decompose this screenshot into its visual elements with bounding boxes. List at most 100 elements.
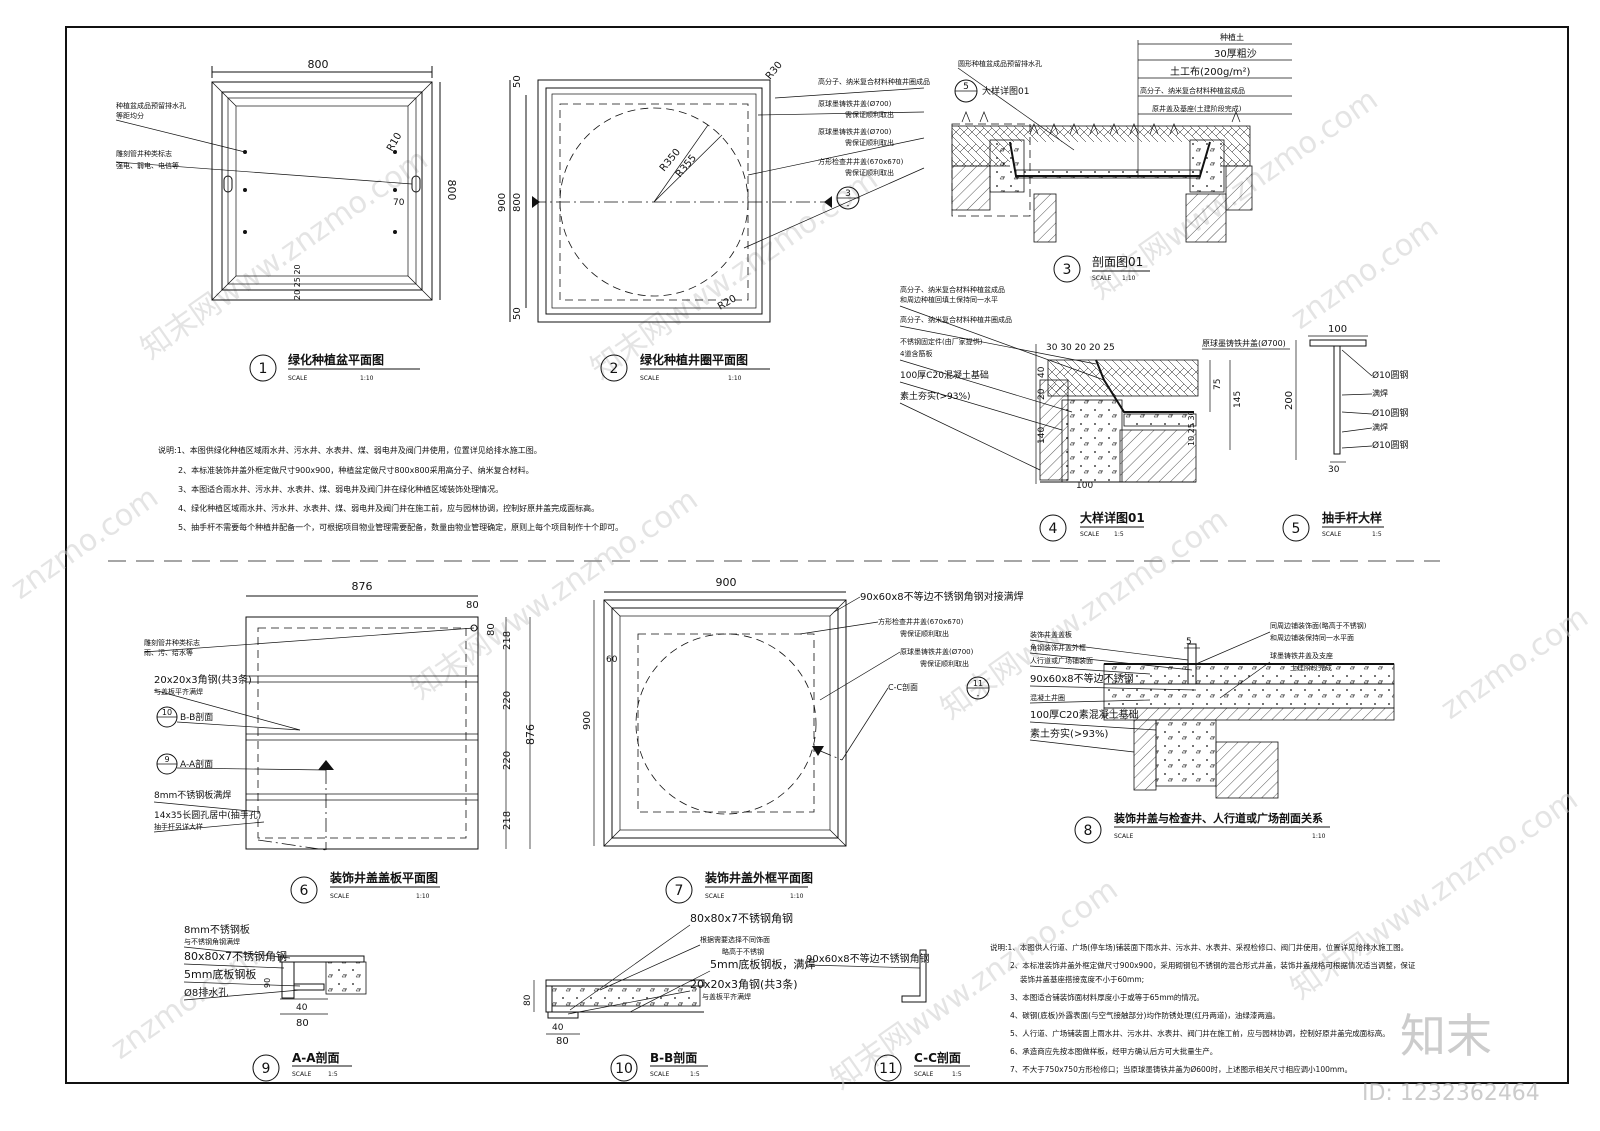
- leader-label: 20x20x3角钢(共3条): [690, 977, 798, 991]
- leader-label: 和周边种植回填土保持同一水平: [900, 295, 998, 304]
- detail-number: 7: [675, 883, 684, 899]
- scale-value: 1:5: [1372, 531, 1382, 538]
- leader-label: 原球墨铸铁井盖(Ø700): [818, 99, 892, 108]
- layer-label: 种植土: [1220, 32, 1244, 42]
- detail-number: 10: [615, 1061, 633, 1077]
- detail-title: 剖面图01: [1092, 255, 1143, 269]
- dim-label: 75: [1213, 379, 1223, 390]
- leader-label: Ø8排水孔: [184, 986, 228, 999]
- leader-label: 14x35长圆孔居中(抽手孔): [154, 809, 261, 821]
- leader-label: 4道含筋板: [900, 349, 932, 358]
- dim-label: 900: [497, 193, 508, 212]
- scale-label: SCALE: [1322, 531, 1341, 538]
- dim-label: 145: [1233, 391, 1243, 408]
- leader-label: 雕刻管井种类标志: [144, 638, 200, 647]
- dim-label: 5: [1186, 637, 1192, 647]
- leader-label: 与不锈钢角钢满焊: [184, 937, 240, 946]
- note-label: 雕刻管井种类标志: [116, 149, 172, 158]
- leader-label: 5mm底板钢板: [184, 967, 256, 981]
- layer-label: 原井盖及基座(土建阶段完成): [1152, 104, 1242, 113]
- dim-label: 20: [1037, 388, 1047, 400]
- note-line: 7、不大于750x750方形检修口；当原球墨铸铁井盖为Ø600时，上述图示相关尺…: [1010, 1064, 1352, 1074]
- detail-4-enlarged-detail: 30 30 20 20 25 20 40 140 75 145 10 25 30…: [899, 285, 1290, 542]
- note-line: 4、碳钢(底板)外露表面(与空气接触部分)均作防锈处理(红丹两道)，油绿漆两遍。: [1010, 1010, 1280, 1020]
- leader-label: 90x60x8不等边不锈钢角钢对接满焊: [860, 590, 1024, 603]
- section-cut-sub: -: [847, 201, 850, 210]
- note-line: 说明:1、本图供人行道、广场(停车场)铺装面下雨水井、污水井、水表井、采视检修口…: [990, 942, 1408, 952]
- dim-label: 80: [466, 600, 479, 611]
- scale-label: SCALE: [914, 1071, 933, 1078]
- dim-label: 80: [556, 1036, 569, 1047]
- note-line: 3、本图适合铺装饰面材料厚度小于或等于65mm的情况。: [1010, 992, 1204, 1002]
- detail-9-section-aa: 40 80 90 8mm不锈钢板 与不锈钢角钢满焊 80x80x7不锈钢角钢 5…: [183, 923, 367, 1082]
- detail-3-section: 种植土 30厚粗沙 土工布(200g/m²) 高分子、纳米复合材料种植盆成品 原…: [951, 32, 1292, 283]
- dim-label: 800: [308, 58, 329, 71]
- leader-label: 20x20x3角钢(共3条): [154, 673, 252, 686]
- leader-label: 根据需要选择不同饰面: [700, 935, 770, 944]
- leader-label: 高分子、纳米复合材料种植井圈成品: [818, 77, 930, 86]
- watermark-text: znzmo.com: [1285, 210, 1445, 337]
- watermark-text: znzmo.com: [1435, 600, 1595, 727]
- leader-label: 素土夯实(>93%): [1030, 727, 1109, 740]
- dim-label: 60: [606, 655, 618, 665]
- watermark-text: 知末网www.znzmo.com: [135, 142, 435, 367]
- callout-label: A-A剖面: [180, 758, 213, 770]
- leader-label: 不锈钢固定件(由厂家提供): [900, 337, 983, 346]
- dim-label: 218: [502, 631, 513, 650]
- note-line: 2、本标准装饰井盖外框定做尺寸900x900，种植盆定做尺寸800x800采用高…: [178, 465, 534, 475]
- dim-label: 220: [502, 751, 513, 770]
- notes-bottom: 说明:1、本图供人行道、广场(停车场)铺装面下雨水井、污水井、水表井、采视检修口…: [990, 942, 1416, 1074]
- scale-value: 1:5: [1114, 531, 1124, 538]
- note-line: 2、本标准装饰井盖外框定做尺寸900x900，采用砌钢包不锈钢的混合形式井盖，装…: [1010, 960, 1416, 970]
- leader-label: Ø10圆钢: [1372, 407, 1409, 419]
- detail-11-section-cc: 90x60x8不等边不锈钢角钢 11 C-C剖面 SCALE 1:5: [805, 949, 970, 1082]
- leader-label: 90x60x8不等边不锈钢: [1030, 672, 1134, 685]
- watermark-text: 知末网www.znzmo.com: [825, 872, 1125, 1097]
- leader-label: 需保证顺利取出: [845, 110, 894, 119]
- watermark-text: 知末网www.znzmo.com: [405, 482, 705, 707]
- scale-label: SCALE: [1080, 531, 1099, 538]
- dim-label: 200: [1284, 391, 1295, 410]
- detail-title: 绿化种植井圈平面图: [640, 352, 748, 367]
- dim-label: 218: [502, 811, 513, 830]
- note-label: 等距均分: [116, 111, 144, 120]
- watermark-text: 知末网www.znzmo.com: [1285, 782, 1585, 1007]
- detail-1-planting-pot-plan: 800 800 种植盆成品预留排水孔 等距均分 雕刻管井种类标志 强电、弱电、电…: [115, 58, 458, 382]
- leader-label: 角钢装饰井盖外框: [1030, 643, 1086, 652]
- scale-label: SCALE: [330, 893, 349, 900]
- scale-value: 1:10: [1122, 275, 1136, 282]
- note-line: 4、绿化种植区域雨水井、污水井、水表井、煤、弱电井及阀门井在施工前，应与园林协调…: [178, 503, 599, 513]
- leader-label: C-C剖面: [888, 682, 918, 692]
- detail-10-section-bb: 80 40 80 80x80x7不锈钢角钢 根据需要选择不同饰面 略高于不锈钢 …: [523, 912, 815, 1082]
- note-label: 种植盆成品预留排水孔: [116, 101, 186, 110]
- callout-sub: -: [977, 691, 980, 700]
- dim-label: 40: [552, 1023, 564, 1033]
- dim-label: 40: [1037, 366, 1047, 378]
- scale-label: SCALE: [288, 375, 307, 382]
- leader-label: Ø10圆钢: [1372, 439, 1409, 451]
- leader-label: 球墨铸铁井盖及支座: [1270, 651, 1333, 660]
- detail-title: 装饰井盖与检查井、人行道或广场剖面关系: [1113, 811, 1323, 825]
- scale-value: 1:10: [416, 893, 430, 900]
- callout-number: 11: [973, 679, 983, 688]
- dim-label: 40: [296, 1003, 308, 1013]
- detail-8-relationship-section: 5 装饰井盖盖板 角钢装饰井盖外框 人行道或广场铺装面 90x60x8不等边不锈…: [1029, 621, 1395, 844]
- leader-label: 高分子、纳米复合材料种植井圈成品: [900, 315, 1012, 324]
- leader-label: 100厚C20混凝土基础: [900, 369, 989, 381]
- leader-label: 80x80x7不锈钢角钢: [690, 912, 793, 925]
- dim-label: 876: [524, 724, 537, 745]
- scale-label: SCALE: [1114, 833, 1133, 840]
- detail-title: C-C剖面: [914, 1050, 961, 1065]
- image-id: ID: 1232362464: [1362, 1081, 1540, 1106]
- callout-number: 5: [963, 82, 969, 92]
- leader-label: 方形检查井井盖(670x670): [818, 157, 904, 166]
- dim-label: 70: [393, 198, 405, 208]
- callout-number: 9: [164, 755, 169, 764]
- detail-6-cover-plate-plan: 876 80 80 218 220 220 218 876 雕刻管井种类标志 雨…: [143, 580, 537, 904]
- leader-label: 方形检查井井盖(670x670): [878, 617, 964, 626]
- detail-title: A-A剖面: [292, 1050, 340, 1065]
- detail-number: 8: [1084, 823, 1093, 839]
- detail-5-pull-handle: 100 200 30 Ø10圆钢 满焊 Ø10圆钢 满焊 Ø10圆钢 5 抽手杆…: [1282, 324, 1409, 542]
- leader-label: 抽手杆另详大样: [154, 822, 203, 831]
